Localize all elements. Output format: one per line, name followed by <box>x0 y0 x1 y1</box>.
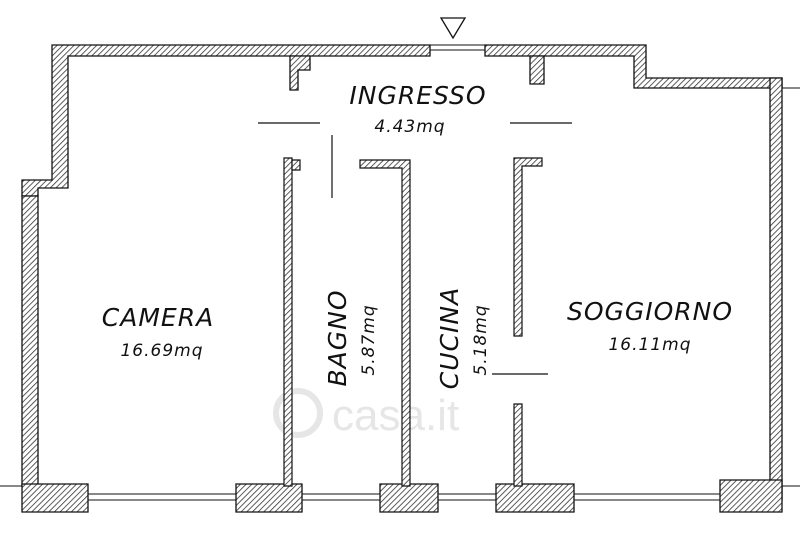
room-bagno: BAGNO 5.87mq <box>323 289 379 386</box>
room-cucina: CUCINA 5.18mq <box>435 287 491 389</box>
wall-bottom-3 <box>379 483 439 513</box>
wall-bottom-2 <box>235 483 303 513</box>
room-name-soggiorno: SOGGIORNO <box>567 297 733 326</box>
door-lines <box>258 122 572 375</box>
interior-walls <box>283 157 543 487</box>
watermark-logo-icon <box>273 388 323 438</box>
wall-top-left <box>21 44 431 197</box>
wall-cucina-soggiorno-lower <box>513 403 523 487</box>
wall-right <box>769 77 783 501</box>
room-area-soggiorno: 16.11mq <box>608 335 691 355</box>
watermark: casa.it <box>273 388 459 440</box>
room-name-cucina: CUCINA <box>435 287 464 389</box>
wall-bagno-cucina <box>359 159 411 487</box>
room-name-ingresso: INGRESSO <box>349 81 486 110</box>
wall-ingresso-left-jamb <box>289 55 311 91</box>
room-area-bagno: 5.87mq <box>359 304 379 375</box>
room-area-ingresso: 4.43mq <box>374 117 445 137</box>
room-area-cucina: 5.18mq <box>471 304 491 375</box>
wall-bottom-1 <box>21 483 89 513</box>
room-area-camera: 16.69mq <box>120 341 203 361</box>
windows <box>88 44 720 501</box>
wall-cucina-soggiorno-upper <box>513 157 543 337</box>
wall-ingresso-right-jamb <box>529 55 545 85</box>
room-soggiorno: SOGGIORNO 16.11mq <box>567 297 733 355</box>
watermark-text: casa.it <box>332 391 459 440</box>
room-camera: CAMERA 16.69mq <box>102 303 214 361</box>
wall-bottom-4 <box>495 483 575 513</box>
room-name-camera: CAMERA <box>102 303 214 332</box>
wall-left <box>21 195 39 487</box>
room-ingresso: INGRESSO 4.43mq <box>349 81 486 137</box>
outer-walls <box>21 44 783 513</box>
exterior-lines <box>0 87 800 487</box>
wall-camera-bagno <box>283 157 293 487</box>
room-name-bagno: BAGNO <box>323 289 352 386</box>
entrance-arrow-icon <box>439 17 467 40</box>
wall-bottom-5 <box>719 479 783 513</box>
